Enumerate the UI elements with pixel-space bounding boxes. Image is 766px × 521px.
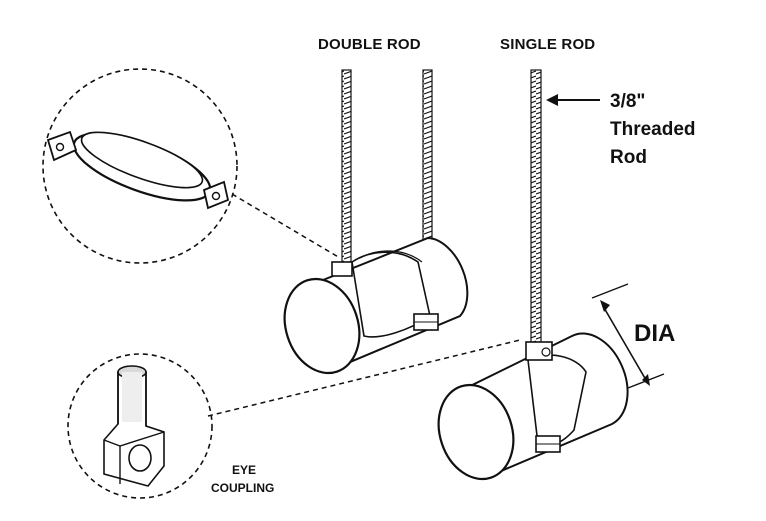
pipe-end-lower: [437, 383, 515, 481]
double-rod-assembly: [283, 69, 469, 375]
leader-line-strap: [231, 193, 341, 259]
dia-dimension: DIA: [591, 283, 675, 389]
dia-label: DIA: [634, 320, 675, 347]
double-rod-label: DOUBLE ROD: [318, 36, 421, 53]
split-ring-strap-icon: [46, 130, 230, 210]
rod-type-label-line2: Rod: [610, 147, 647, 168]
eye-label-line2: COUPLING: [211, 481, 274, 495]
pipe-end-upper: [283, 277, 361, 375]
arrow-left-icon: [546, 94, 558, 106]
single-rod-label: SINGLE ROD: [500, 36, 595, 53]
single-rod-assembly: [437, 69, 629, 481]
eye-coupling-detail-callout: EYE COUPLING: [67, 339, 521, 499]
clamp-left: [331, 261, 353, 277]
threaded-rod-single: [530, 69, 542, 351]
eye-label-line1: EYE: [232, 463, 256, 477]
strap-detail-callout: [42, 68, 341, 264]
rod-type-label-line1: Threaded: [610, 119, 696, 140]
dim-arrow-top-icon: [600, 300, 610, 312]
eye-coupling-icon: [103, 365, 165, 487]
threaded-rod-left: [341, 69, 352, 271]
threaded-rod-callout: 3/8" Threaded Rod: [546, 91, 696, 168]
dim-arrow-bottom-icon: [642, 374, 650, 386]
rod-size-label: 3/8": [610, 91, 645, 112]
